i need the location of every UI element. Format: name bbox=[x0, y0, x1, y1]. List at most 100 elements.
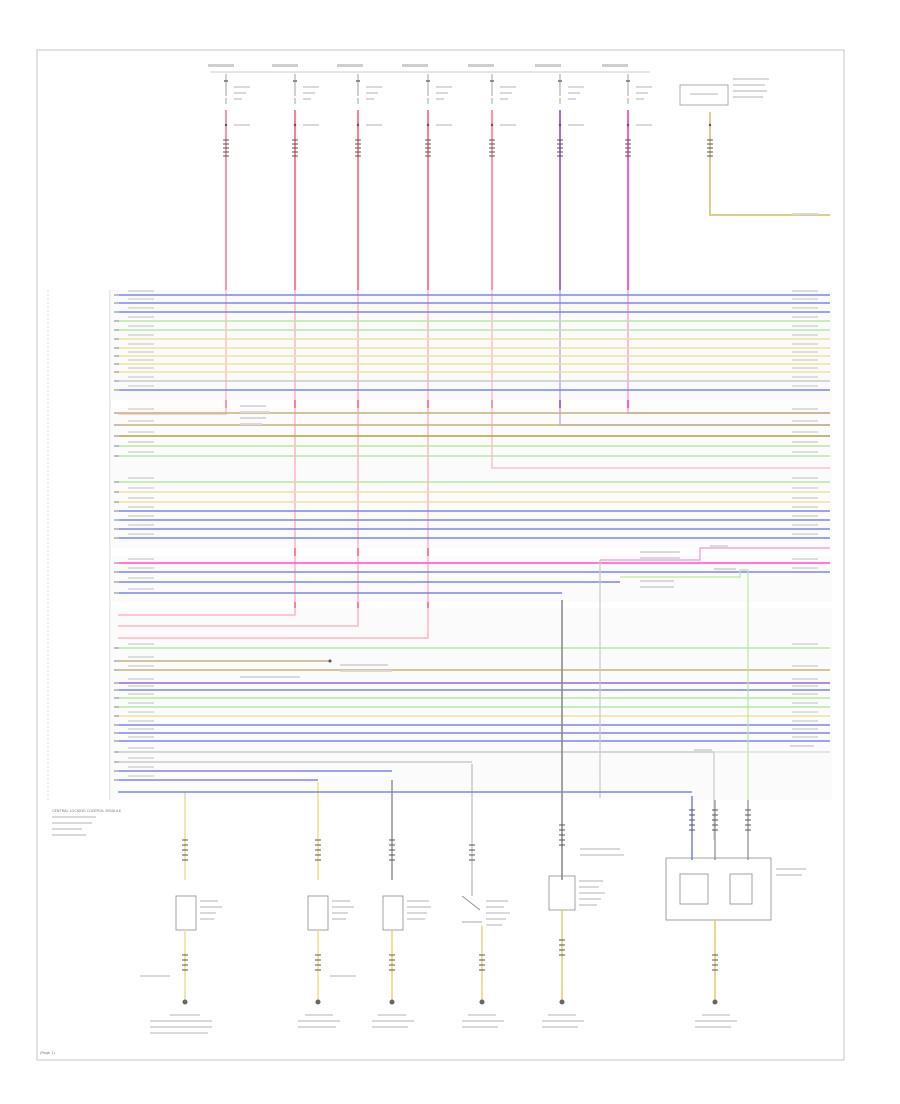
page-label: (Page 1) bbox=[40, 1051, 56, 1055]
wire-label-stub bbox=[128, 316, 154, 318]
wire-label-stub bbox=[792, 359, 818, 361]
right-splice-lines bbox=[599, 547, 830, 840]
wire-label-stub bbox=[128, 290, 154, 292]
wire-label-stub bbox=[128, 577, 154, 579]
wire-label-stub bbox=[128, 351, 154, 353]
pin-marker bbox=[114, 682, 119, 684]
harness-wires bbox=[114, 290, 830, 781]
pin-marker bbox=[114, 355, 119, 357]
top-fuse-row bbox=[208, 64, 769, 126]
wire-label-stub bbox=[128, 775, 154, 777]
wire-label-stub bbox=[128, 665, 154, 667]
pin-marker bbox=[114, 537, 119, 539]
pin-marker bbox=[114, 435, 119, 437]
wire-label-stub bbox=[128, 643, 154, 645]
pin-marker bbox=[114, 501, 119, 503]
pin-marker bbox=[114, 491, 119, 493]
wire-label-stub bbox=[792, 736, 818, 738]
pin-marker bbox=[114, 445, 119, 447]
wire-label-stub bbox=[792, 477, 818, 479]
pin-marker bbox=[114, 294, 119, 296]
pin-marker bbox=[114, 571, 119, 573]
pin-marker bbox=[114, 329, 119, 331]
wire-label-stub bbox=[792, 343, 818, 345]
bottom-components bbox=[175, 857, 772, 931]
wire-label-stub bbox=[128, 307, 154, 309]
wire-label-stub bbox=[792, 441, 818, 443]
pin-marker bbox=[114, 592, 119, 594]
wire-label-stub bbox=[128, 487, 154, 489]
wire-label-stub bbox=[792, 307, 818, 309]
wire-label-stub bbox=[128, 558, 154, 560]
wire-label-stub bbox=[128, 736, 154, 738]
wire-label-stub bbox=[128, 343, 154, 345]
wire-label-stub bbox=[128, 334, 154, 336]
pin-marker bbox=[114, 562, 119, 564]
wire-label-stub bbox=[128, 515, 154, 517]
wire-label-stub bbox=[792, 678, 818, 680]
pin-marker bbox=[114, 371, 119, 373]
wire-label-stub bbox=[128, 359, 154, 361]
wire-label-stub bbox=[792, 643, 818, 645]
pin-marker bbox=[114, 732, 119, 734]
wire-label-stub bbox=[792, 497, 818, 499]
pin-marker bbox=[114, 302, 119, 304]
wire-label-stub bbox=[128, 408, 154, 410]
top-right-relay-box bbox=[679, 84, 729, 106]
wire-label-stub bbox=[128, 588, 154, 590]
wire-label-stub bbox=[128, 431, 154, 433]
wire-label-stub bbox=[792, 316, 818, 318]
wire-label-stub bbox=[792, 567, 818, 569]
wire-label-stub bbox=[792, 515, 818, 517]
wire-label-stub bbox=[792, 334, 818, 336]
wire-label-stub bbox=[128, 385, 154, 387]
wire-label-stub bbox=[792, 290, 818, 292]
pin-marker bbox=[114, 770, 119, 772]
wire-label-stub bbox=[792, 506, 818, 508]
pin-marker bbox=[114, 761, 119, 763]
wire-label-stub bbox=[128, 497, 154, 499]
wire-label-stub bbox=[792, 558, 818, 560]
pin-marker bbox=[114, 412, 119, 414]
pin-marker bbox=[114, 338, 119, 340]
wire-label-stub bbox=[128, 524, 154, 526]
wire-label-stub bbox=[128, 766, 154, 768]
wire-label-stub bbox=[792, 325, 818, 327]
wire-label-stub bbox=[792, 685, 818, 687]
wire-label-stub bbox=[128, 757, 154, 759]
pin-marker bbox=[114, 647, 119, 649]
wire-label-stub bbox=[128, 693, 154, 695]
wire-label-stub bbox=[128, 720, 154, 722]
pin-marker bbox=[114, 660, 119, 662]
pin-marker bbox=[114, 528, 119, 530]
wire-label-stub bbox=[792, 431, 818, 433]
pin-marker bbox=[114, 320, 119, 322]
wire-label-stub bbox=[128, 451, 154, 453]
wire-label-stub bbox=[792, 385, 818, 387]
pin-marker bbox=[114, 363, 119, 365]
module-label: CENTRAL LOCKING CONTROL MODULE bbox=[52, 809, 122, 813]
wire-label-stub bbox=[792, 351, 818, 353]
pin-marker bbox=[114, 779, 119, 781]
wire-label-stub bbox=[792, 451, 818, 453]
wire-label-stub bbox=[792, 693, 818, 695]
diagram-frame bbox=[36, 49, 845, 1061]
wire-label-stub bbox=[792, 367, 818, 369]
wire-label-stub bbox=[792, 524, 818, 526]
wire-label-stub bbox=[128, 656, 154, 658]
wire-label-stub bbox=[128, 477, 154, 479]
wire-label-stub bbox=[128, 678, 154, 680]
pin-marker bbox=[114, 740, 119, 742]
wire-label-stub bbox=[792, 665, 818, 667]
wire-label-stub bbox=[792, 711, 818, 713]
wire-label-stub bbox=[128, 533, 154, 535]
wire-label-stub bbox=[792, 720, 818, 722]
wire-label-stub bbox=[792, 487, 818, 489]
wire-label-stub bbox=[792, 728, 818, 730]
pin-marker bbox=[114, 697, 119, 699]
wire-label-stub bbox=[792, 376, 818, 378]
wire-label-stub bbox=[128, 711, 154, 713]
wire-label-stub bbox=[128, 702, 154, 704]
wire-label-stub bbox=[792, 420, 818, 422]
